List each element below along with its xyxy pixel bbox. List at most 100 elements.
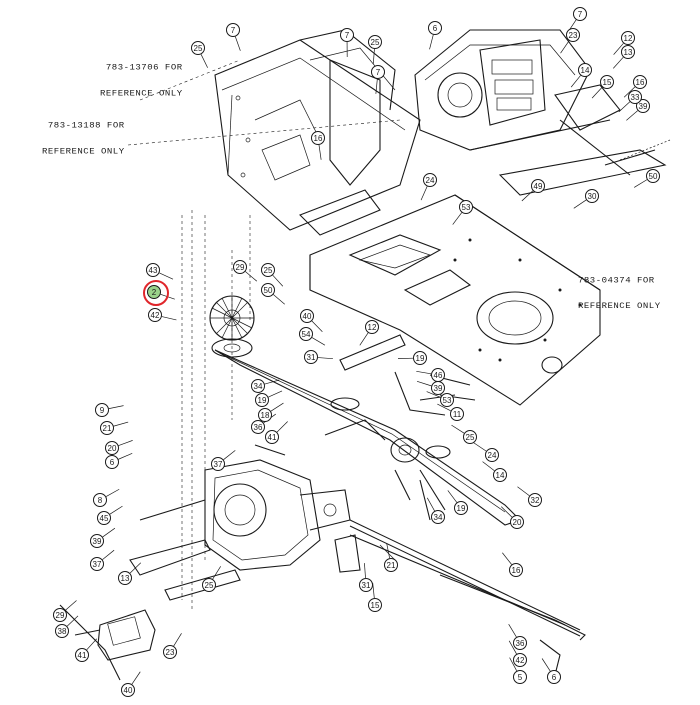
part-balloon[interactable]: 42 xyxy=(149,309,162,322)
leader-line xyxy=(271,403,284,411)
part-balloon[interactable]: 19 xyxy=(256,394,269,407)
part-balloon[interactable]: 39 xyxy=(432,382,445,395)
part-balloon[interactable]: 25 xyxy=(262,264,275,277)
leader-line xyxy=(109,406,124,409)
part-balloon[interactable]: 20 xyxy=(106,442,119,455)
part-balloon[interactable]: 18 xyxy=(259,409,272,422)
leader-lines xyxy=(65,20,647,684)
leader-line xyxy=(245,272,256,282)
balloon-label: 18 xyxy=(261,411,270,420)
part-balloon[interactable]: 19 xyxy=(414,352,427,365)
leader-line xyxy=(268,391,282,397)
part-balloon[interactable]: 29 xyxy=(54,609,67,622)
part-balloon[interactable]: 34 xyxy=(432,511,445,524)
part-balloon[interactable]: 37 xyxy=(212,458,225,471)
part-balloon[interactable]: 14 xyxy=(494,469,507,482)
part-balloon[interactable]: 36 xyxy=(514,637,527,650)
part-balloon[interactable]: 7 xyxy=(227,24,240,37)
part-balloon[interactable]: 25 xyxy=(369,36,382,49)
balloon-label: 31 xyxy=(307,353,316,362)
part-balloon[interactable]: 31 xyxy=(360,579,373,592)
part-balloon[interactable]: 29 xyxy=(234,261,247,274)
leader-line xyxy=(223,450,235,459)
assembly-reference-lines xyxy=(128,60,400,610)
balloon-label: 19 xyxy=(258,396,267,405)
balloon-label: 31 xyxy=(362,581,371,590)
leader-line xyxy=(364,563,365,578)
balloon-label: 6 xyxy=(110,458,115,467)
part-balloon[interactable]: 23 xyxy=(164,646,177,659)
part-balloon[interactable]: 41 xyxy=(266,431,279,444)
balloon-label: 50 xyxy=(264,286,273,295)
part-balloon[interactable]: 34 xyxy=(252,380,265,393)
part-balloon[interactable]: 16 xyxy=(634,76,647,89)
part-balloon[interactable]: 36 xyxy=(252,421,265,434)
part-balloon[interactable]: 20 xyxy=(511,516,524,529)
part-balloon[interactable]: 41 xyxy=(76,649,89,662)
part-balloon[interactable]: 50 xyxy=(262,284,275,297)
balloon-label: 36 xyxy=(516,639,525,648)
balloon-label: 16 xyxy=(314,134,323,143)
part-balloon[interactable]: 54 xyxy=(300,328,313,341)
balloon-label: 13 xyxy=(121,574,130,583)
part-balloon[interactable]: 31 xyxy=(305,351,318,364)
part-balloon[interactable]: 53 xyxy=(441,394,454,407)
balloon-label: 8 xyxy=(98,496,103,505)
part-balloon[interactable]: 5 xyxy=(514,671,527,684)
part-balloon[interactable]: 32 xyxy=(529,494,542,507)
part-balloon[interactable]: 33 xyxy=(629,91,642,104)
part-balloon[interactable]: 23 xyxy=(567,29,580,42)
part-balloon[interactable]: 25 xyxy=(192,42,205,55)
part-balloon[interactable]: 11 xyxy=(451,408,464,421)
part-balloon[interactable]: 8 xyxy=(94,494,107,507)
part-balloon[interactable]: 30 xyxy=(586,190,599,203)
part-balloon[interactable]: 40 xyxy=(301,310,314,323)
part-balloon[interactable]: 43 xyxy=(147,264,160,277)
part-balloon[interactable]: 53 xyxy=(460,201,473,214)
part-balloon[interactable]: 25 xyxy=(464,431,477,444)
part-balloon[interactable]: 24 xyxy=(486,449,499,462)
leader-line xyxy=(130,563,141,573)
part-balloon[interactable]: 6 xyxy=(548,671,561,684)
part-balloon[interactable]: 7 xyxy=(372,66,385,79)
part-balloon[interactable]: 19 xyxy=(455,502,468,515)
leader-line xyxy=(626,111,637,121)
part-balloon[interactable]: 40 xyxy=(122,684,135,697)
leader-line xyxy=(430,35,434,50)
part-balloon[interactable]: 2 xyxy=(148,286,161,299)
part-balloon[interactable]: 13 xyxy=(622,46,635,59)
part-balloon[interactable]: 16 xyxy=(312,132,325,145)
leader-line xyxy=(312,321,322,332)
part-balloon[interactable]: 15 xyxy=(369,599,382,612)
leader-line xyxy=(427,498,434,511)
part-balloon[interactable]: 7 xyxy=(341,29,354,42)
part-balloon[interactable]: 46 xyxy=(432,369,445,382)
part-balloon[interactable]: 21 xyxy=(101,422,114,435)
balloon-label: 37 xyxy=(93,560,102,569)
part-balloon[interactable]: 6 xyxy=(429,22,442,35)
part-balloon[interactable]: 7 xyxy=(574,8,587,21)
part-balloon[interactable]: 25 xyxy=(203,579,216,592)
part-balloon[interactable]: 49 xyxy=(532,180,545,193)
balloon-label: 19 xyxy=(457,504,466,513)
part-balloon[interactable]: 15 xyxy=(601,76,614,89)
part-balloon[interactable]: 50 xyxy=(647,170,660,183)
leader-line xyxy=(634,180,647,188)
part-balloon[interactable]: 16 xyxy=(510,564,523,577)
leader-line xyxy=(592,87,602,98)
part-balloon[interactable]: 42 xyxy=(514,654,527,667)
part-balloon[interactable]: 6 xyxy=(106,456,119,469)
part-balloon[interactable]: 14 xyxy=(579,64,592,77)
part-balloon[interactable]: 13 xyxy=(119,572,132,585)
balloon-label: 16 xyxy=(512,566,521,575)
part-balloon[interactable]: 21 xyxy=(385,559,398,572)
part-balloon[interactable]: 24 xyxy=(424,174,437,187)
part-balloon[interactable]: 37 xyxy=(91,558,104,571)
part-balloon[interactable]: 39 xyxy=(91,535,104,548)
part-balloon[interactable]: 12 xyxy=(622,32,635,45)
leader-line xyxy=(571,75,580,87)
part-balloon[interactable]: 12 xyxy=(366,321,379,334)
part-balloon[interactable]: 45 xyxy=(98,512,111,525)
part-balloon[interactable]: 38 xyxy=(56,625,69,638)
part-balloon[interactable]: 9 xyxy=(96,404,109,417)
